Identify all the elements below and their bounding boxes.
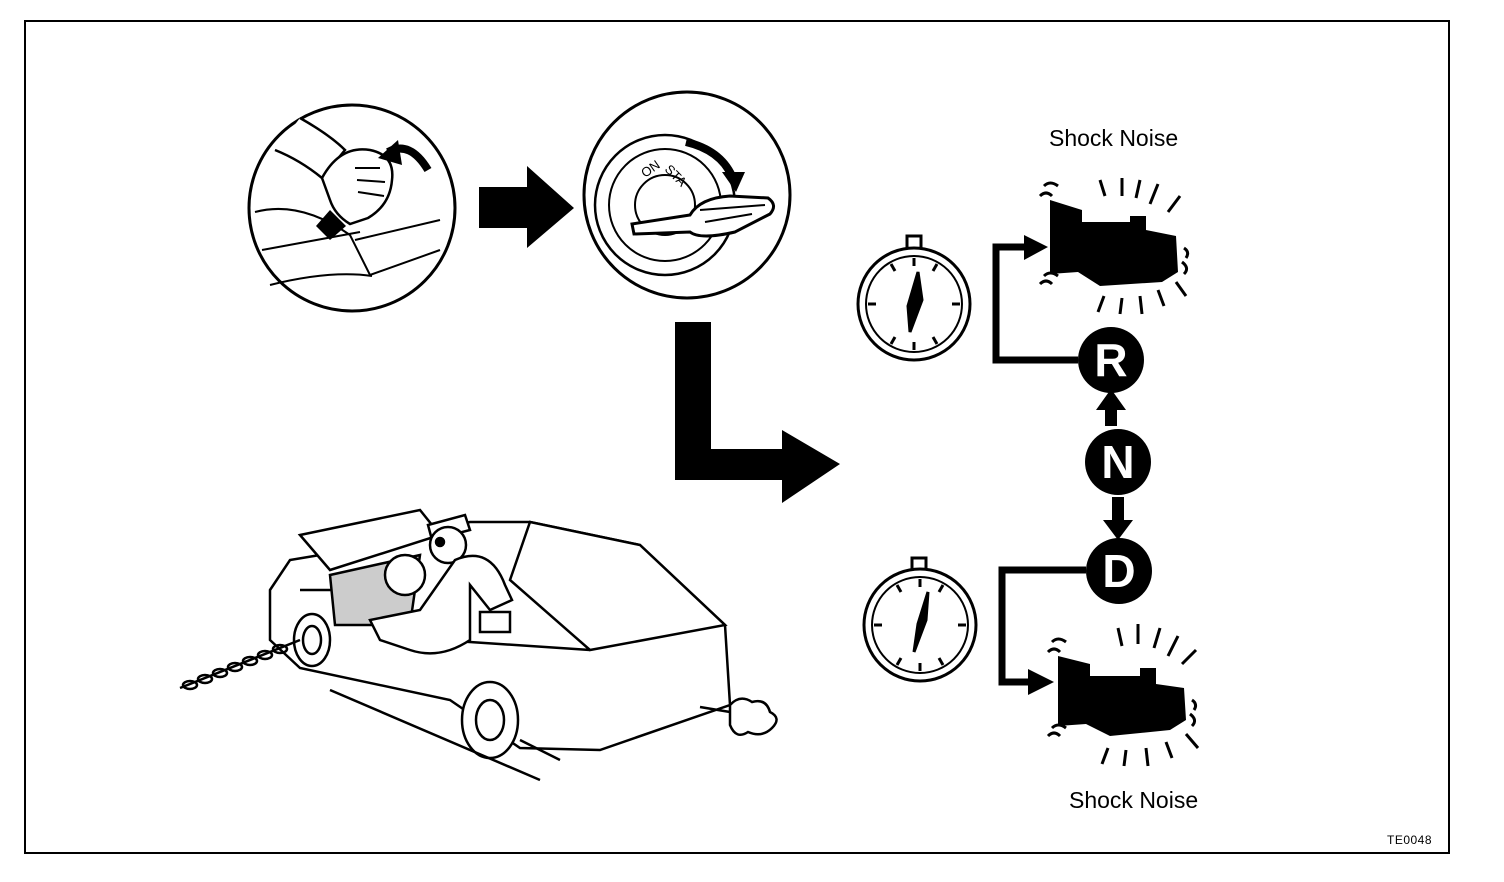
arrowhead-icon	[1028, 669, 1054, 695]
parking-brake-hand-icon	[247, 103, 457, 313]
tow-chain-icon	[181, 643, 289, 691]
gear-drive: D	[1086, 538, 1152, 604]
transmission-icon	[1038, 178, 1190, 315]
up-arrow-icon	[1096, 389, 1126, 426]
gear-r-label: R	[1094, 334, 1127, 386]
gear-d-label: D	[1102, 545, 1135, 597]
shock-noise-bottom-label: Shock Noise	[1069, 787, 1199, 813]
step-arrow-icon	[479, 166, 574, 248]
stopwatch-icon	[856, 234, 972, 362]
ignition-key-icon: ON STA	[582, 90, 792, 300]
figure-frame	[24, 20, 1450, 854]
figure-code: TE0048	[1387, 833, 1433, 847]
stopwatch-icon	[862, 556, 978, 683]
arrowhead-icon	[1024, 235, 1048, 260]
transmission-icon	[1046, 624, 1200, 767]
gear-reverse: R	[1078, 327, 1144, 393]
shock-noise-top-label: Shock Noise	[1049, 125, 1179, 151]
connector-lines	[992, 243, 1086, 686]
car-stall-test-icon	[179, 508, 778, 782]
gear-neutral: N	[1085, 429, 1151, 495]
gear-n-label: N	[1101, 436, 1134, 488]
flow-arrow-icon	[675, 322, 840, 503]
down-arrow-icon	[1103, 497, 1133, 540]
